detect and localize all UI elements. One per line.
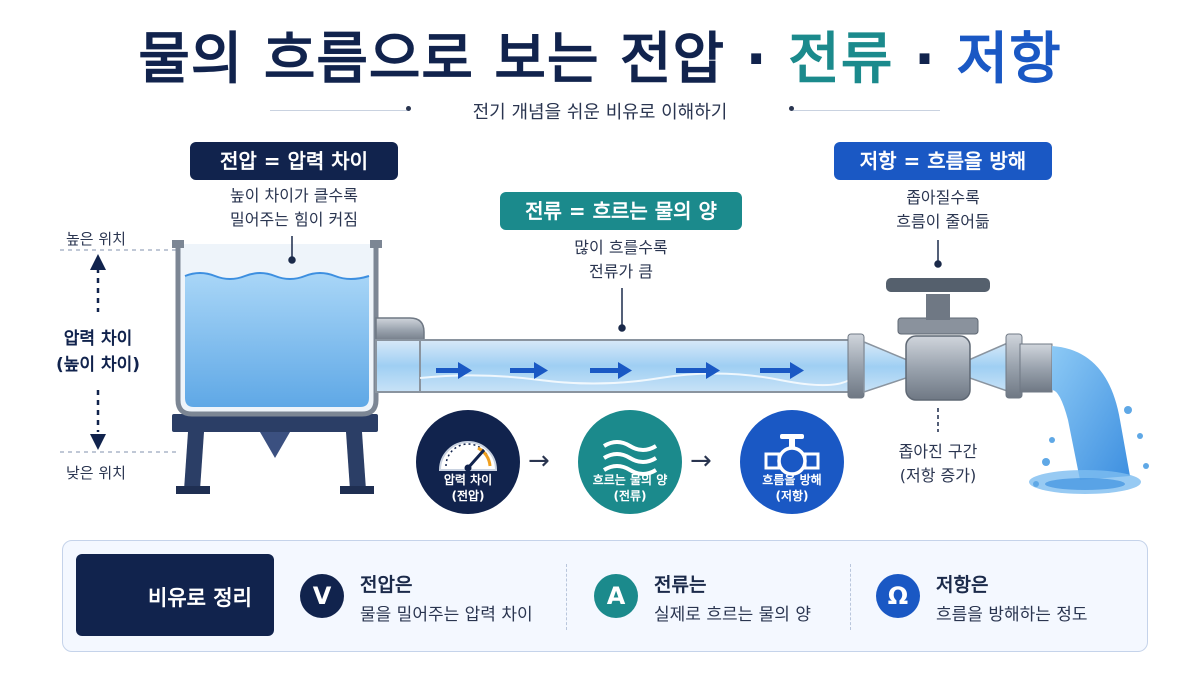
current-circle-label: 흐르는 물의 양 (전류): [578, 472, 682, 504]
current-summary-text: 실제로 흐르는 물의 양: [654, 605, 811, 625]
low-position-label: 낮은 위치: [66, 464, 126, 482]
voltage-summary-text: 물을 밀어주는 압력 차이: [360, 605, 533, 625]
current-desc-line2: 전류가 큼: [589, 262, 653, 281]
resistance-badge: Ω: [876, 574, 920, 618]
narrow-line2: (저항 증가): [899, 466, 977, 485]
height-guides: [60, 249, 178, 453]
gauge-icon: [416, 410, 520, 514]
summary-label: 비유로 정리: [148, 586, 252, 610]
subtitle-rule-left: [270, 110, 410, 111]
voltage-desc-line2: 밀어주는 힘이 커짐: [230, 210, 358, 229]
voltage-circle: 압력 차이 (전압): [416, 410, 520, 514]
voltage-circle-line2: (전압): [451, 489, 485, 503]
voltage-badge: V: [300, 574, 344, 618]
resistance-circle-line2: (저항): [775, 489, 809, 503]
resistance-circle-label: 흐름을 방해 (저항): [740, 472, 844, 504]
page-title: 물의 흐름으로 보는 전압 · 전류 · 저항: [0, 14, 1200, 95]
flow-arrows: [436, 362, 804, 379]
title-separator: ·: [745, 27, 768, 92]
summary-label-box: 비유로 정리: [76, 554, 274, 636]
water-waves-icon: [578, 410, 682, 514]
voltage-circle-line1: 압력 차이: [443, 473, 493, 487]
resistance-desc-line2: 흐름이 줄어듦: [896, 212, 990, 231]
subtitle-rule-right: [792, 110, 940, 111]
current-circle: 흐르는 물의 양 (전류): [578, 410, 682, 514]
resistance-desc-line1: 좁아질수록: [906, 188, 980, 207]
resistance-summary-text: 흐름을 방해하는 정도: [936, 605, 1088, 625]
voltage-tag: 전압 = 압력 차이: [190, 142, 398, 180]
tank-stand: [172, 414, 378, 494]
pressure-diff-line2: (높이 차이): [55, 355, 141, 375]
current-tag: 전류 = 흐르는 물의 양: [500, 192, 742, 230]
water-tank: [172, 240, 382, 417]
voltage-desc-line1: 높이 차이가 클수록: [230, 186, 358, 205]
narrow-line1: 좁아진 구간: [898, 442, 978, 461]
main-pipe: [419, 333, 865, 399]
summary-divider: [566, 564, 567, 630]
summary-divider: [850, 564, 851, 630]
flow-arrow-2: →: [690, 446, 712, 476]
narrow-section: [863, 278, 1053, 401]
flow-arrow-1: →: [528, 446, 550, 476]
subtitle-dot-left: [406, 106, 411, 111]
current-summary-head: 전류는: [654, 574, 707, 596]
resistance-circle: 흐름을 방해 (저항): [740, 410, 844, 514]
pressure-diff-line1: 압력 차이: [63, 329, 133, 349]
title-part-resistance: 저항: [956, 27, 1062, 92]
current-desc-line1: 많이 흐를수록: [574, 238, 668, 257]
title-part-current: 전류: [788, 27, 894, 92]
resistance-circle-line1: 흐름을 방해: [762, 473, 822, 487]
title-part-voltage: 물의 흐름으로 보는 전압: [138, 27, 726, 92]
callout-lines: [288, 236, 942, 432]
title-separator: ·: [913, 27, 937, 92]
current-circle-line1: 흐르는 물의 양: [592, 473, 668, 487]
subtitle: 전기 개념을 쉬운 비유로 이해하기: [472, 102, 728, 123]
outflow-stream: [1029, 346, 1149, 494]
high-position-label: 높은 위치: [66, 230, 126, 248]
resistance-tag: 저항 = 흐름을 방해: [834, 142, 1052, 180]
voltage-circle-label: 압력 차이 (전압): [416, 472, 520, 504]
narrow-section-label: 좁아진 구간 (저항 증가): [870, 440, 1006, 488]
resistance-summary-head: 저항은: [936, 574, 989, 596]
valve-icon: [740, 410, 844, 514]
voltage-summary-head: 전압은: [360, 574, 413, 596]
voltage-description: 높이 차이가 클수록 밀어주는 힘이 커짐: [190, 184, 398, 232]
current-badge: A: [594, 574, 638, 618]
pressure-difference-label: 압력 차이 (높이 차이): [46, 326, 150, 378]
current-circle-line2: (전류): [613, 489, 647, 503]
subtitle-dot-right: [789, 106, 794, 111]
resistance-description: 좁아질수록 흐름이 줄어듦: [834, 186, 1052, 234]
current-description: 많이 흐를수록 전류가 큼: [500, 236, 742, 284]
pipe-elbow: [375, 317, 427, 393]
